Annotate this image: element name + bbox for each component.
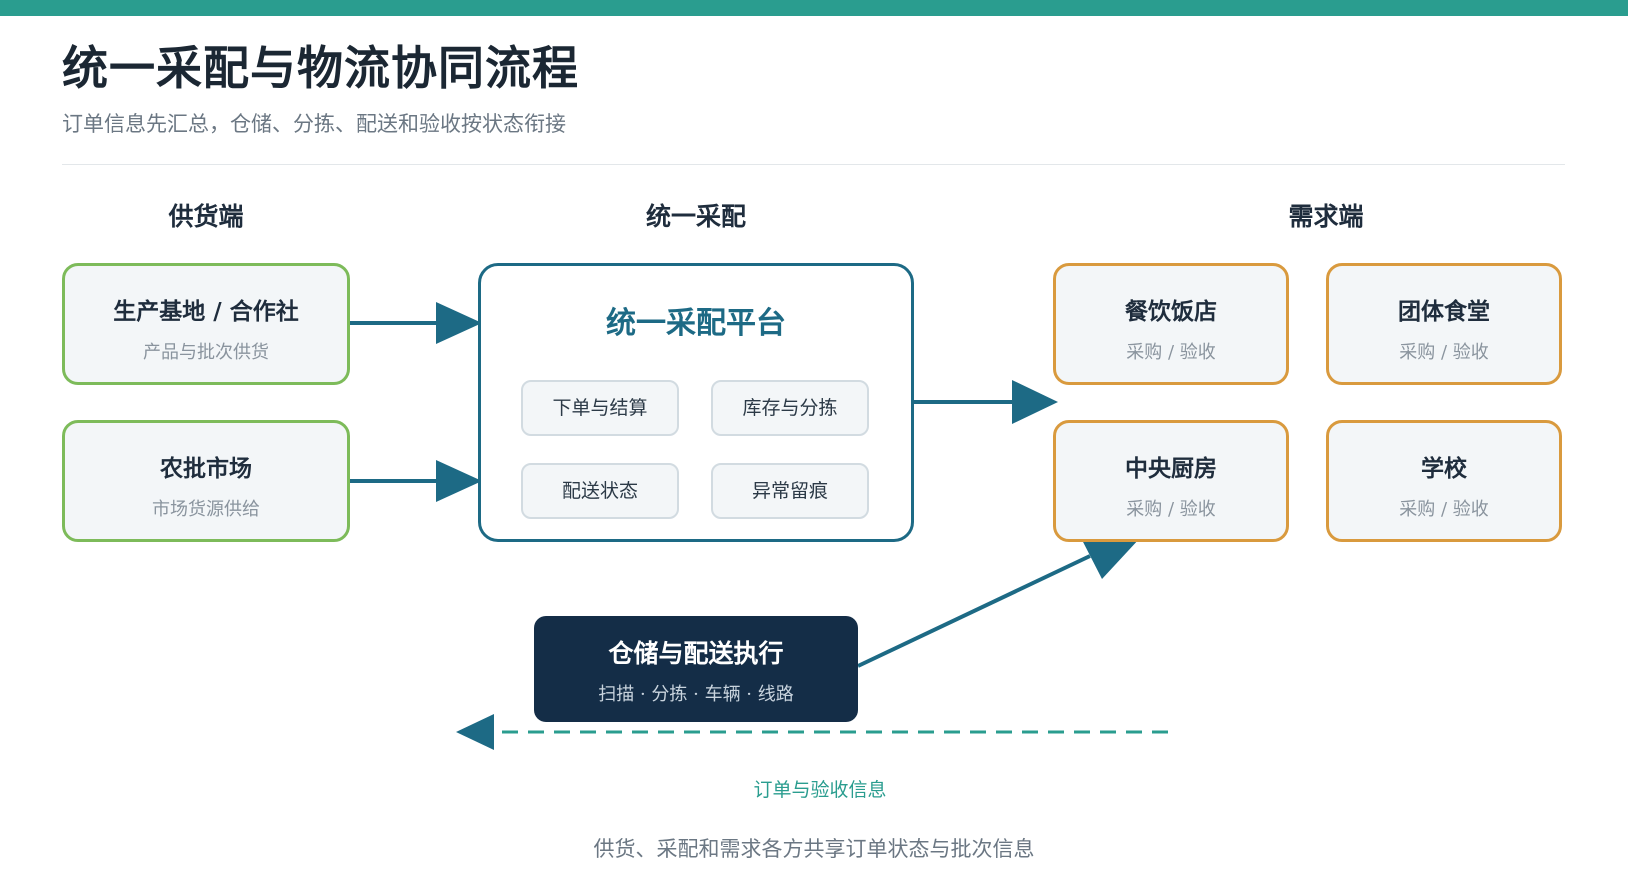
supply-node-sub: 市场货源供给 (152, 499, 260, 520)
demand-node-title: 餐饮饭店 (1125, 298, 1217, 325)
demand-node-sub: 采购 / 验收 (1126, 342, 1216, 363)
supply-node-production-base: 生产基地 / 合作社 产品与批次供货 (62, 263, 350, 385)
supply-node-title: 生产基地 / 合作社 (113, 298, 299, 325)
arrow-supply2-head (436, 460, 482, 502)
execution-node: 仓储与配送执行 扫描 · 分拣 · 车辆 · 线路 (534, 616, 858, 722)
demand-node-canteen: 团体食堂 采购 / 验收 (1326, 263, 1562, 385)
top-accent-bar (0, 0, 1628, 16)
platform-module-inventory: 库存与分拣 (711, 380, 869, 436)
demand-node-title: 中央厨房 (1125, 455, 1217, 482)
supply-node-sub: 产品与批次供货 (143, 342, 269, 363)
column-heading-demand: 需求端 (1288, 202, 1364, 231)
demand-node-sub: 采购 / 验收 (1399, 342, 1489, 363)
platform-box: 统一采配平台 下单与结算 库存与分拣 配送状态 异常留痕 (478, 263, 914, 542)
platform-module-ordering: 下单与结算 (521, 380, 679, 436)
platform-module-delivery-status: 配送状态 (521, 463, 679, 519)
page-title: 统一采配与物流协同流程 (62, 41, 579, 95)
supply-node-title: 农批市场 (160, 455, 252, 482)
arrow-supply1-head (436, 302, 482, 344)
supply-node-wholesale-market: 农批市场 市场货源供给 (62, 420, 350, 542)
footer-note: 供货、采配和需求各方共享订单状态与批次信息 (593, 837, 1035, 861)
platform-title: 统一采配平台 (606, 306, 786, 341)
demand-node-restaurant: 餐饮饭店 采购 / 验收 (1053, 263, 1289, 385)
execution-title: 仓储与配送执行 (608, 639, 784, 668)
arrow-platform-to-demand-head (1012, 380, 1058, 424)
feedback-label: 订单与验收信息 (753, 779, 887, 801)
platform-module-exception-log: 异常留痕 (711, 463, 869, 519)
demand-node-sub: 采购 / 验收 (1399, 499, 1489, 520)
execution-sub: 扫描 · 分拣 · 车辆 · 线路 (598, 684, 794, 705)
page-subtitle: 订单信息先汇总，仓储、分拣、配送和验收按状态衔接 (62, 112, 566, 136)
feedback-arrow-head (456, 714, 494, 750)
demand-node-title: 团体食堂 (1398, 298, 1490, 325)
column-heading-supply: 供货端 (168, 202, 244, 231)
demand-node-sub: 采购 / 验收 (1126, 499, 1216, 520)
arrow-execution-to-kitchen (857, 554, 1091, 668)
demand-node-central-kitchen: 中央厨房 采购 / 验收 (1053, 420, 1289, 542)
header-divider (62, 164, 1565, 165)
demand-node-school: 学校 采购 / 验收 (1326, 420, 1562, 542)
arrow-execution-to-kitchen-head (1080, 536, 1140, 579)
column-heading-platform: 统一采配 (645, 202, 746, 231)
demand-node-title: 学校 (1421, 455, 1467, 482)
